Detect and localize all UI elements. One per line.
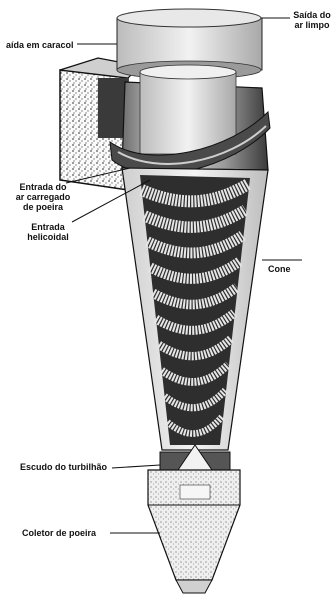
label-entrada-ar-line2: ar carregado [6, 192, 80, 202]
label-entrada-ar-line3: de poeira [6, 202, 80, 212]
label-saida-ar-limpo-line1: Saída do [288, 10, 335, 20]
label-coletor-poeira: Coletor de poeira [22, 528, 96, 538]
label-entrada-helicoidal-line2: helicoidal [18, 232, 78, 242]
label-escudo-turbilhao: Escudo do turbilhão [20, 462, 107, 472]
label-entrada-ar: Entrada do ar carregado de poeira [6, 182, 80, 212]
cyclone-cylinder [110, 65, 270, 174]
label-entrada-ar-line1: Entrada do [6, 182, 80, 192]
label-saida-ar-limpo: Saída do ar limpo [288, 10, 335, 30]
label-entrada-helicoidal: Entrada helicoidal [18, 222, 78, 242]
label-entrada-helicoidal-line1: Entrada [18, 222, 78, 232]
label-saida-caracol: aída em caracol [6, 40, 74, 50]
label-saida-ar-limpo-line2: ar limpo [288, 20, 335, 30]
label-cone: Cone [268, 264, 291, 274]
dust-collector [148, 470, 240, 593]
